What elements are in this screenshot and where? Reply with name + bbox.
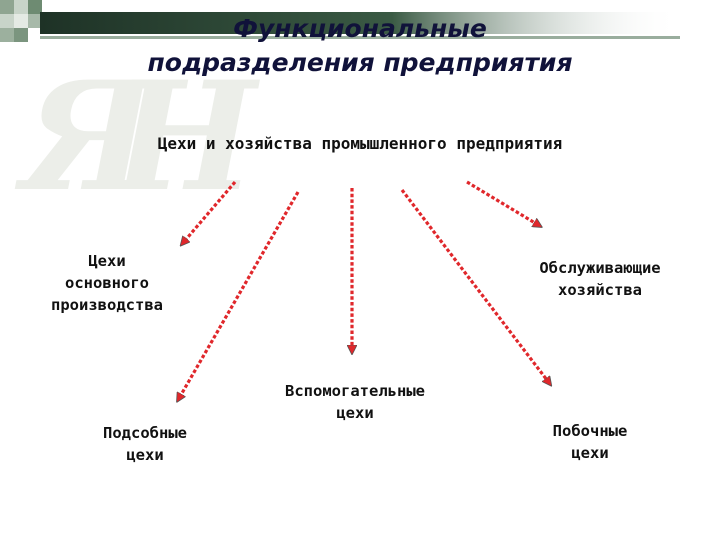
node-main-shops-line-3: производства <box>51 296 163 314</box>
node-auxiliary-shops: Вспомогательные цехи <box>250 380 460 424</box>
page-title-line-1: Функциональные <box>233 14 487 43</box>
node-main-shops-line-1: Цехи <box>88 252 126 270</box>
arrow-to-service <box>466 180 540 226</box>
node-service-line-2: хозяйства <box>558 281 642 299</box>
node-side-line-2: цехи <box>571 444 609 462</box>
node-main-shops-line-2: основного <box>65 274 149 292</box>
node-subsidiary-shops: Подсобные цехи <box>70 422 220 466</box>
diagram-root-label: Цехи и хозяйства промышленного предприят… <box>157 134 563 153</box>
arrow-to-side <box>400 189 550 384</box>
node-service-facilities: Обслуживающие хозяйства <box>500 257 700 301</box>
title-banner <box>40 12 680 39</box>
node-service-line-1: Обслуживающие <box>539 259 661 277</box>
node-side-shops: Побочные цехи <box>520 420 660 464</box>
node-auxiliary-line-1: Вспомогательные <box>285 382 425 400</box>
arrow-to-main-shops <box>182 180 237 244</box>
node-subsidiary-line-2: цехи <box>126 446 164 464</box>
node-subsidiary-line-1: Подсобные <box>103 424 187 442</box>
arrow-to-subsidiary <box>178 191 300 400</box>
node-auxiliary-line-2: цехи <box>336 404 374 422</box>
node-side-line-1: Побочные <box>552 422 628 440</box>
page-title-line-2: подразделения предприятия <box>147 48 573 77</box>
node-main-production-shops: Цехи основного производства <box>22 250 192 316</box>
